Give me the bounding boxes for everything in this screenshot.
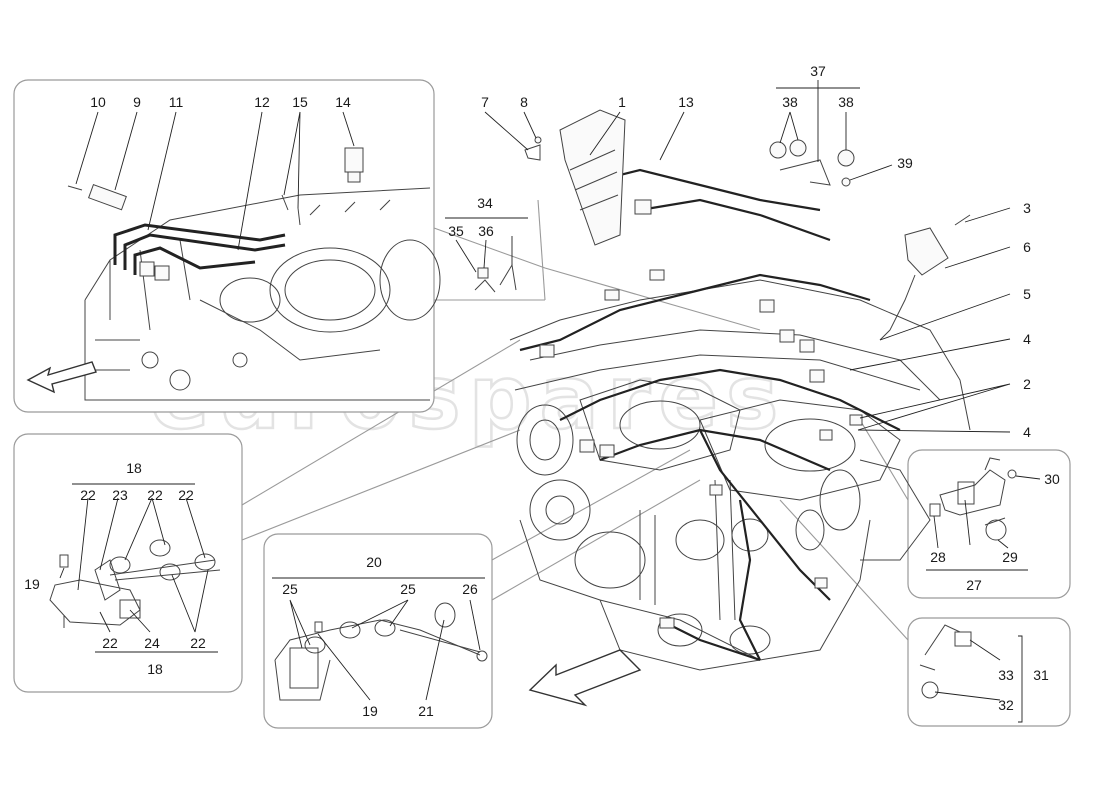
detail-panel-brackets-18 (13, 433, 243, 693)
callout-22-c: 22 (178, 487, 194, 503)
leader-lines (59, 80, 1041, 701)
callout-32: 32 (998, 697, 1014, 713)
callout-24: 24 (144, 635, 160, 651)
callout-25-right: 25 (400, 581, 416, 597)
callout-15: 15 (292, 94, 308, 110)
callout-29: 29 (1002, 549, 1018, 565)
panel-connector-lines (241, 199, 909, 641)
callout-34: 34 (477, 195, 493, 211)
callout-35: 35 (448, 223, 464, 239)
callout-10: 10 (90, 94, 106, 110)
callout-21: 21 (418, 703, 434, 719)
callout-5: 5 (1023, 286, 1031, 302)
callout-19-left: 19 (24, 576, 40, 592)
detail-panel-brackets-20 (263, 533, 493, 729)
detail-panel-cylinder-head (13, 79, 441, 413)
callout-26: 26 (462, 581, 478, 597)
callout-39: 39 (897, 155, 913, 171)
callout-37: 37 (810, 63, 826, 79)
callout-8: 8 (520, 94, 528, 110)
detail-panel-sensor-31 (907, 617, 1071, 727)
callout-9: 9 (133, 94, 141, 110)
callout-22-a: 22 (80, 487, 96, 503)
callout-22-d: 22 (102, 635, 118, 651)
callout-28: 28 (930, 549, 946, 565)
callout-25-left: 25 (282, 581, 298, 597)
callout-22-e: 22 (190, 635, 206, 651)
callout-1: 1 (618, 94, 626, 110)
callout-19-bottom: 19 (362, 703, 378, 719)
detail-panel-sensor-27 (907, 449, 1071, 599)
callout-20: 20 (366, 554, 382, 570)
callout-31: 31 (1033, 667, 1049, 683)
callout-3: 3 (1023, 200, 1031, 216)
engine-assembly (445, 109, 971, 707)
callout-22-b: 22 (147, 487, 163, 503)
callout-38-right: 38 (838, 94, 854, 110)
callout-30: 30 (1044, 471, 1060, 487)
callout-38-left: 38 (782, 94, 798, 110)
callout-6: 6 (1023, 239, 1031, 255)
callout-13: 13 (678, 94, 694, 110)
callout-4-upper: 4 (1023, 331, 1031, 347)
callout-4-lower: 4 (1023, 424, 1031, 440)
callout-12: 12 (254, 94, 270, 110)
callout-7: 7 (481, 94, 489, 110)
callout-14: 14 (335, 94, 351, 110)
callout-33: 33 (998, 667, 1014, 683)
callout-11: 11 (169, 94, 184, 110)
callout-labels: 10 9 11 12 15 14 7 8 1 13 37 38 38 39 3 … (24, 63, 1060, 719)
callout-23: 23 (112, 487, 128, 503)
callout-27: 27 (966, 577, 982, 593)
callout-18-top: 18 (126, 460, 142, 476)
callout-2: 2 (1023, 376, 1031, 392)
callout-18-bottom: 18 (147, 661, 163, 677)
callout-36: 36 (478, 223, 494, 239)
